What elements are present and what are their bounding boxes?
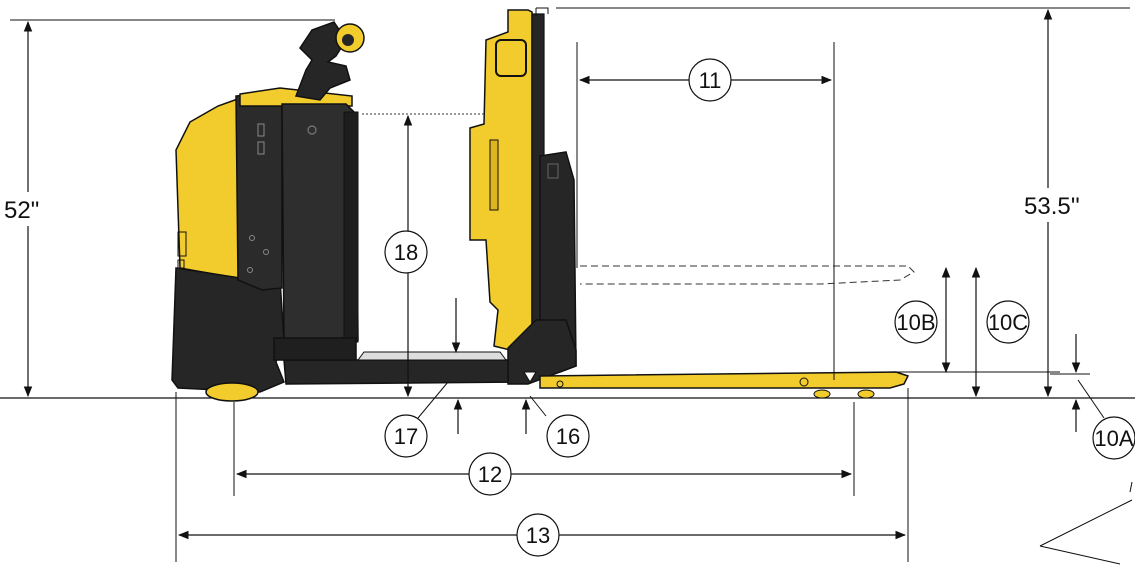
mast-height-label: 53.5'' (1024, 193, 1080, 220)
callout-13: 13 (516, 513, 560, 557)
pallet-truck (171, 7, 915, 402)
svg-text:17: 17 (394, 424, 418, 449)
drive-wheel (205, 382, 259, 402)
callout-16: 16 (546, 414, 590, 458)
side-dot-1 (249, 235, 255, 241)
dim-10a (1050, 334, 1105, 432)
mast-hook (535, 7, 549, 16)
load-wheel-2 (857, 389, 875, 399)
side-dot-3 (247, 267, 253, 273)
dim-16-17 (417, 298, 547, 434)
svg-text:10C: 10C (988, 310, 1028, 335)
clearance-marker (523, 371, 537, 383)
mast-slot (489, 139, 499, 211)
fork-hole-2 (556, 380, 564, 388)
mast-window (495, 39, 527, 77)
callout-18: 18 (384, 230, 428, 274)
operator-platform (283, 359, 530, 385)
svg-text:18: 18 (394, 240, 418, 265)
overall-height-label: 52" (4, 197, 39, 224)
tiller-knob (342, 34, 354, 46)
svg-text:10A: 10A (1094, 426, 1133, 451)
raised-fork-outline (580, 265, 915, 285)
fork-blade (539, 371, 910, 389)
side-dot-2 (263, 249, 269, 255)
callout-10c: 10C (986, 300, 1030, 344)
carriage-slot (547, 163, 559, 179)
mast-upright (469, 9, 533, 351)
svg-text:16: 16 (556, 424, 580, 449)
svg-text:13: 13 (526, 523, 550, 548)
load-wheel-1 (813, 389, 831, 399)
dim-12 (233, 402, 855, 496)
callout-11: 11 (688, 58, 732, 102)
bolt-icon (307, 125, 317, 135)
top-deck (239, 87, 353, 107)
side-switch-2 (257, 141, 265, 155)
label-bg-52 (0, 192, 56, 226)
floor-mat (357, 351, 507, 361)
callout-10b: 10B (894, 300, 938, 344)
mast-base (507, 319, 577, 385)
callout-12: 12 (468, 452, 512, 496)
hood-label-small (177, 259, 185, 269)
fork-hole-1 (799, 377, 809, 387)
dim-10b-10c (888, 266, 1060, 398)
step-plate (273, 337, 357, 361)
svg-text:12: 12 (478, 462, 502, 487)
corner-fragment (1039, 481, 1133, 565)
backrest-edge (343, 111, 359, 343)
label-bg-535 (1020, 188, 1092, 222)
callout-17: 17 (384, 414, 428, 458)
hood-label (177, 231, 187, 257)
svg-text:11: 11 (699, 68, 722, 93)
compartment-side (235, 91, 283, 291)
side-switch-1 (257, 123, 265, 137)
svg-text:10B: 10B (896, 310, 935, 335)
callout-10a: 10A (1092, 416, 1135, 460)
